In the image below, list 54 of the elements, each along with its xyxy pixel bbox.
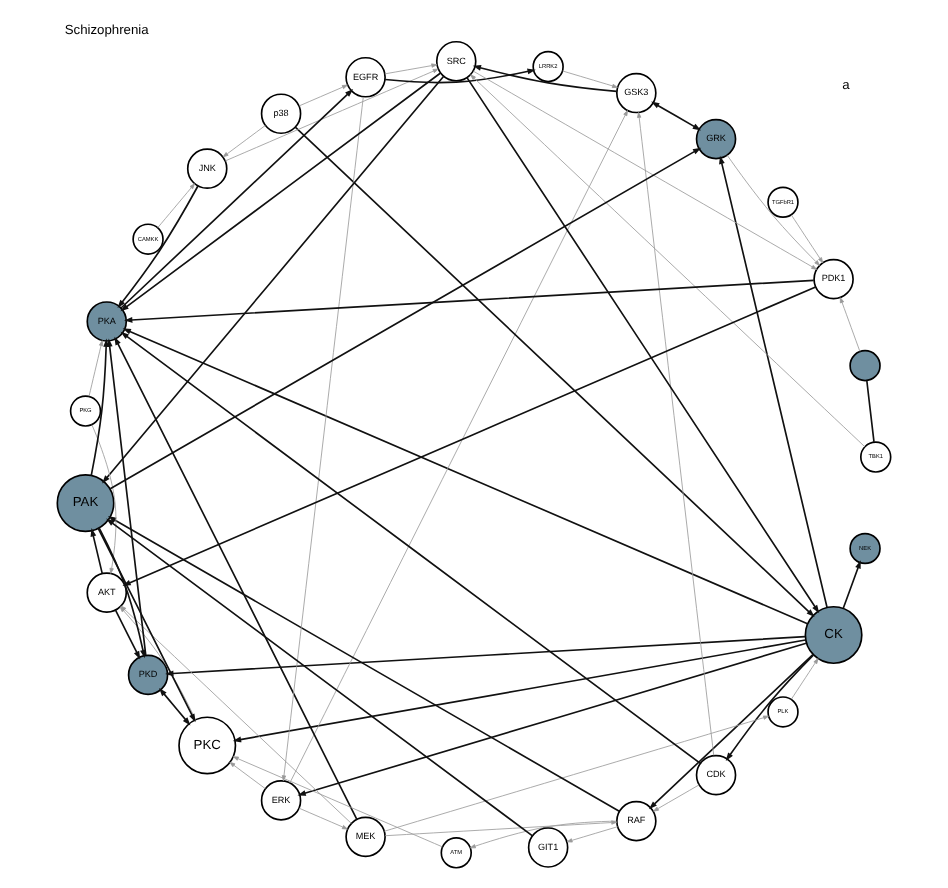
arrow [383, 715, 769, 832]
arrow [281, 96, 364, 782]
arrow [566, 826, 619, 843]
arrow [97, 527, 196, 723]
arrow [719, 155, 828, 609]
arrow [157, 183, 195, 228]
arrow [106, 338, 147, 657]
arrow [232, 639, 807, 743]
arrow [790, 658, 819, 700]
arrow [102, 75, 445, 484]
arrow [294, 126, 815, 618]
arrow [842, 560, 861, 610]
arrow [384, 820, 618, 837]
arrow [88, 340, 104, 397]
arrow [384, 63, 438, 75]
node-circle [849, 349, 881, 382]
arrow [653, 784, 700, 812]
arrow [648, 653, 814, 810]
arrow [90, 528, 104, 575]
arrow [114, 336, 358, 821]
arrow [114, 609, 141, 660]
arrow [725, 654, 815, 761]
arrow [159, 688, 191, 726]
arrow [297, 642, 807, 796]
arrow [109, 147, 702, 490]
arrow [106, 518, 534, 837]
arrow [298, 84, 348, 107]
arrow [224, 68, 439, 162]
arrow [124, 279, 815, 323]
arrow [472, 70, 818, 270]
arrow [90, 338, 110, 477]
arrow [232, 756, 443, 848]
arrow [98, 527, 146, 659]
arrow [637, 112, 715, 756]
arrow [726, 154, 820, 266]
arrow [651, 101, 702, 131]
arrow [470, 74, 866, 448]
connector [866, 379, 875, 443]
arrow [839, 297, 861, 352]
arrow [289, 110, 628, 784]
arrow [384, 68, 536, 84]
arrow [120, 72, 442, 312]
arrow [469, 820, 617, 849]
arrow [298, 807, 348, 830]
arrow [790, 214, 824, 264]
arrow [120, 88, 354, 309]
arrow [466, 77, 820, 614]
arrow [562, 70, 618, 89]
arrow [472, 65, 618, 93]
arrow [91, 424, 117, 574]
arrow [117, 185, 199, 309]
arrow [229, 761, 266, 790]
arrow [107, 516, 621, 813]
arrow [222, 124, 266, 158]
